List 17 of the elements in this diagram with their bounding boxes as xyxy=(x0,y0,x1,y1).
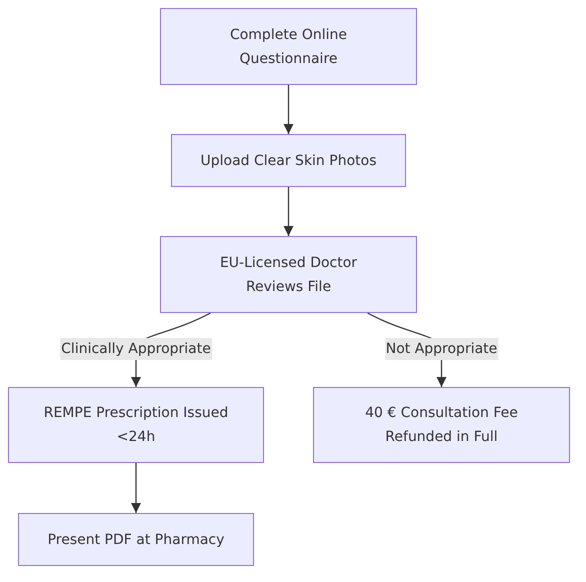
process-box xyxy=(160,236,417,313)
edge-label: Clinically Appropriate xyxy=(60,338,212,360)
arrow xyxy=(284,85,294,134)
process-box xyxy=(160,8,417,85)
step-text: EU-Licensed Doctor Reviews File xyxy=(218,254,358,296)
step-text: Upload Clear Skin Photos xyxy=(200,152,376,170)
process-box xyxy=(8,387,264,463)
process-box xyxy=(313,387,570,463)
step-text: Complete Online Questionnaire xyxy=(228,26,348,68)
process-box xyxy=(171,134,406,187)
edge-label: Not Appropriate xyxy=(384,338,498,360)
process-box xyxy=(18,513,254,566)
arrow xyxy=(131,463,141,513)
arrow xyxy=(284,187,294,236)
step-text: REMPE Prescription Issued <24h xyxy=(42,404,230,447)
step-text: Present PDF at Pharmacy xyxy=(48,530,224,550)
step-text: 40 € Consultation Fee Refunded in Full xyxy=(364,404,519,447)
